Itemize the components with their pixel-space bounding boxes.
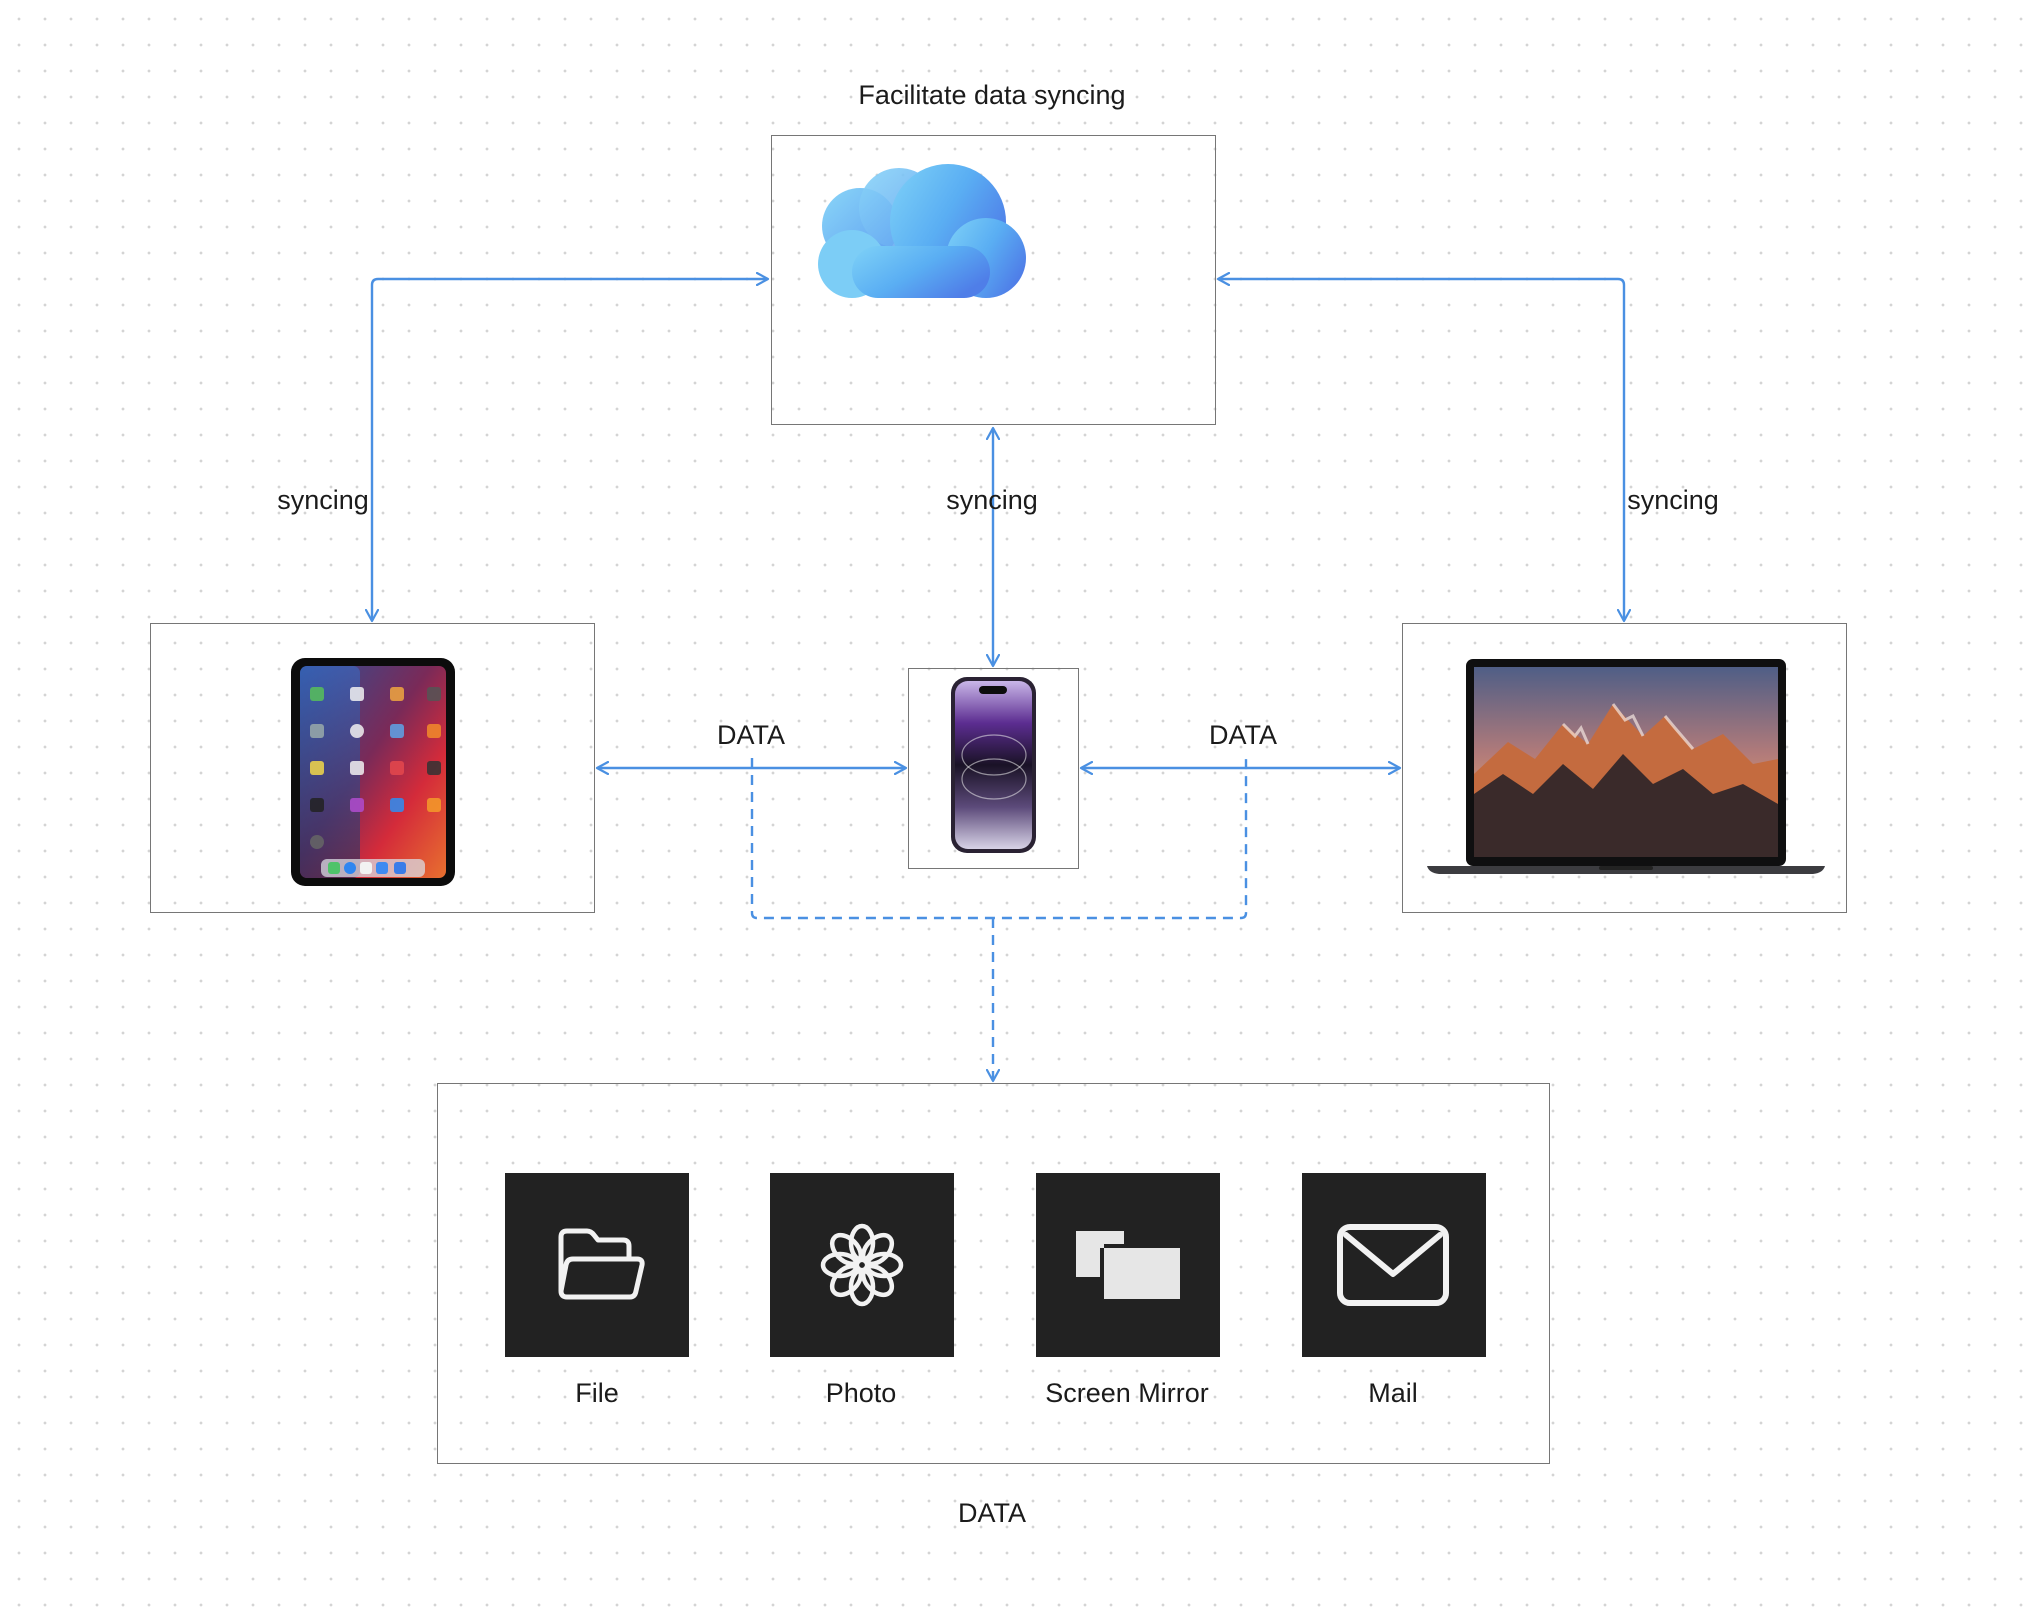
photo-label: Photo	[825, 1378, 897, 1408]
tablet-node[interactable]	[150, 623, 595, 913]
sync-label-center: syncing	[946, 485, 1038, 515]
screen-mirror-label: Screen Mirror	[1045, 1378, 1209, 1408]
data-group-caption: DATA	[957, 1498, 1027, 1528]
mail-tile[interactable]	[1302, 1173, 1486, 1357]
data-bracket-connector	[750, 758, 1248, 920]
phone-node[interactable]	[908, 668, 1079, 869]
ipad-icon	[291, 658, 455, 886]
mail-icon	[1337, 1224, 1449, 1306]
file-label: File	[575, 1378, 619, 1408]
laptop-node[interactable]	[1402, 623, 1847, 913]
icloud-icon	[818, 164, 1026, 298]
photo-tile[interactable]	[770, 1173, 954, 1357]
photos-flower-icon	[820, 1223, 904, 1307]
data-group	[437, 1083, 1550, 1464]
sync-connector-tablet	[372, 279, 768, 621]
screen-mirror-tile[interactable]	[1036, 1173, 1220, 1357]
data-label-left: DATA	[716, 720, 786, 750]
diagram-title: Facilitate data syncing	[858, 80, 1126, 110]
sync-label-left: syncing	[277, 485, 369, 515]
screen-mirror-icon	[1076, 1231, 1180, 1299]
data-label-right: DATA	[1208, 720, 1278, 750]
macbook-icon	[1427, 659, 1825, 874]
cloud-node[interactable]	[771, 135, 1216, 425]
iphone-icon	[951, 677, 1036, 853]
mail-label: Mail	[1368, 1378, 1418, 1408]
file-tile[interactable]	[505, 1173, 689, 1357]
folder-icon	[558, 1228, 645, 1300]
sync-connector-laptop	[1218, 279, 1624, 621]
sync-label-right: syncing	[1627, 485, 1719, 515]
